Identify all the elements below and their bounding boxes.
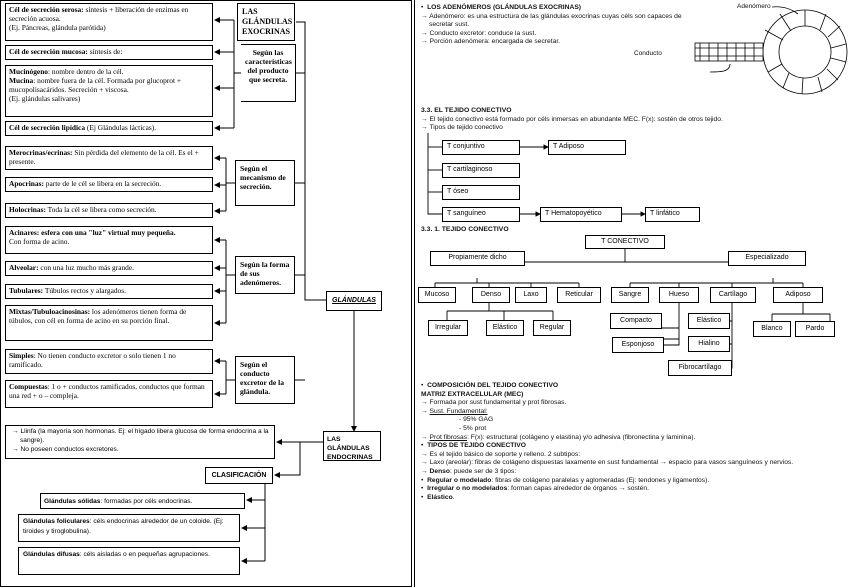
tree-elastico1: Elástico xyxy=(486,320,524,336)
tree-compacto: Compacto xyxy=(610,313,662,329)
tree-hialino: Hialino xyxy=(688,336,730,352)
tree-adiposo: Adiposo xyxy=(773,287,823,303)
type-oseo: T óseo xyxy=(442,185,520,200)
solidas-box: Glándulas sólidas: formadas por céls end… xyxy=(40,493,245,509)
tree-root: T CONECTIVO xyxy=(585,235,665,249)
conducto-label: Según el conducto excretor de la glándul… xyxy=(235,356,295,404)
tree-pardo: Pardo xyxy=(795,321,835,337)
tree-hueso: Hueso xyxy=(659,287,699,303)
secretion-label: Según las características del producto q… xyxy=(241,44,296,102)
tree-propiamente: Propiamente dicho xyxy=(430,251,525,266)
endocrinas-title: LAS GLÁNDULAS ENDOCRINAS xyxy=(323,431,381,461)
types-connectors xyxy=(427,133,646,217)
tree-denso: Denso xyxy=(472,287,510,303)
compuestas-box: Compuestas: 1 o + conductos ramificados,… xyxy=(5,380,213,408)
difusas-box: Glándulas difusas: céls aisladas o en pe… xyxy=(18,547,240,575)
exocrinas-title: LAS GLÁNDULAS EXOCRINAS xyxy=(237,3,295,41)
type-hematopoyetico: T Hematopoyético xyxy=(540,207,622,222)
adenomero-figure xyxy=(694,6,848,95)
tree-sangre: Sangre xyxy=(611,287,649,303)
tree-mucoso: Mucoso xyxy=(418,287,456,303)
tree-blanco: Blanco xyxy=(753,321,791,337)
clasificacion-box: CLASIFICACIÓN xyxy=(205,467,273,484)
merocrinas-box: Merocrinas/ecrinas: Sin pérdida del elem… xyxy=(5,146,213,170)
forma-label: Según la forma de sus adenómeros. xyxy=(235,256,295,294)
tree-especializado: Especializado xyxy=(728,251,806,266)
holocrinas-box: Holocrinas: Toda la cél se libera como s… xyxy=(5,203,213,218)
mucosa-box: Cél de secreción mucosa: síntesis de: xyxy=(5,45,213,60)
apocrinas-box: Apocrinas: parte de le cél se libera en … xyxy=(5,177,213,192)
type-cartilaginoso: T cartilaginoso xyxy=(442,163,520,178)
tree-regular: Regular xyxy=(533,320,571,336)
mecanismo-label: Según el mecanismo de secreción. xyxy=(235,160,295,206)
lipidica-box: Cél de secreción lipídica (Ej Glándulas … xyxy=(5,121,213,136)
adenomeros-section: • LOS ADENÓMEROS (GLÁNDULAS EXOCRINAS) →… xyxy=(421,4,682,46)
endo-bullets-box: → Llinfa (la mayoría son hormonas. Ej: e… xyxy=(5,425,275,459)
tree-elastico2: Elástico xyxy=(688,313,730,329)
tree-fibrocartilago: Fibrocartílago xyxy=(668,360,732,376)
tree-reticular: Reticular xyxy=(557,287,601,303)
tree-irregular: Irregular xyxy=(428,320,468,336)
serosa-box: Cél de secreción serosa: síntesis + libe… xyxy=(5,3,213,41)
tree-cartilago: Cartílago xyxy=(710,287,756,303)
fig-conducto-label: Conducto xyxy=(634,50,662,57)
type-conjuntivo: T conjuntivo xyxy=(442,140,520,155)
glandulas-node: GLÁNDULAS xyxy=(326,291,382,311)
right-panel xyxy=(414,0,848,587)
mixtas-box: Mixtas/Tubuloacinosinas: los adenómeros … xyxy=(5,305,213,341)
simples-box: Simples: No tienen conducto excretor o s… xyxy=(5,349,213,374)
tubulares-box: Tubulares: Túbulos rectos y alargados. xyxy=(5,284,213,299)
foliculares-box: Glándulas foliculares: céls endocrinas a… xyxy=(18,514,240,542)
left-connectors xyxy=(214,17,357,564)
composicion-section: • COMPOSICIÓN DEL TEJIDO CONECTIVO MATRI… xyxy=(421,382,794,501)
tc-section: 3.3. EL TEJIDO CONECTIVO → El tejido con… xyxy=(421,107,723,132)
acinares-box: Acinares: esfera con una "luz" virtual m… xyxy=(5,226,213,254)
tc31-title: 3.3. 1. TEJIDO CONECTIVO xyxy=(421,226,509,233)
alveolar-box: Alveolar: con una luz mucho más grande. xyxy=(5,261,213,276)
type-sanguineo: T sanguíneo xyxy=(442,207,520,222)
fig-adenomero-label: Adenómero xyxy=(737,3,771,10)
tree-laxo: Laxo xyxy=(515,287,547,303)
mucina-box: Mucinógeno: nombre dentro de la cél. Muc… xyxy=(5,65,213,117)
tree-esponjoso: Esponjoso xyxy=(612,337,664,353)
